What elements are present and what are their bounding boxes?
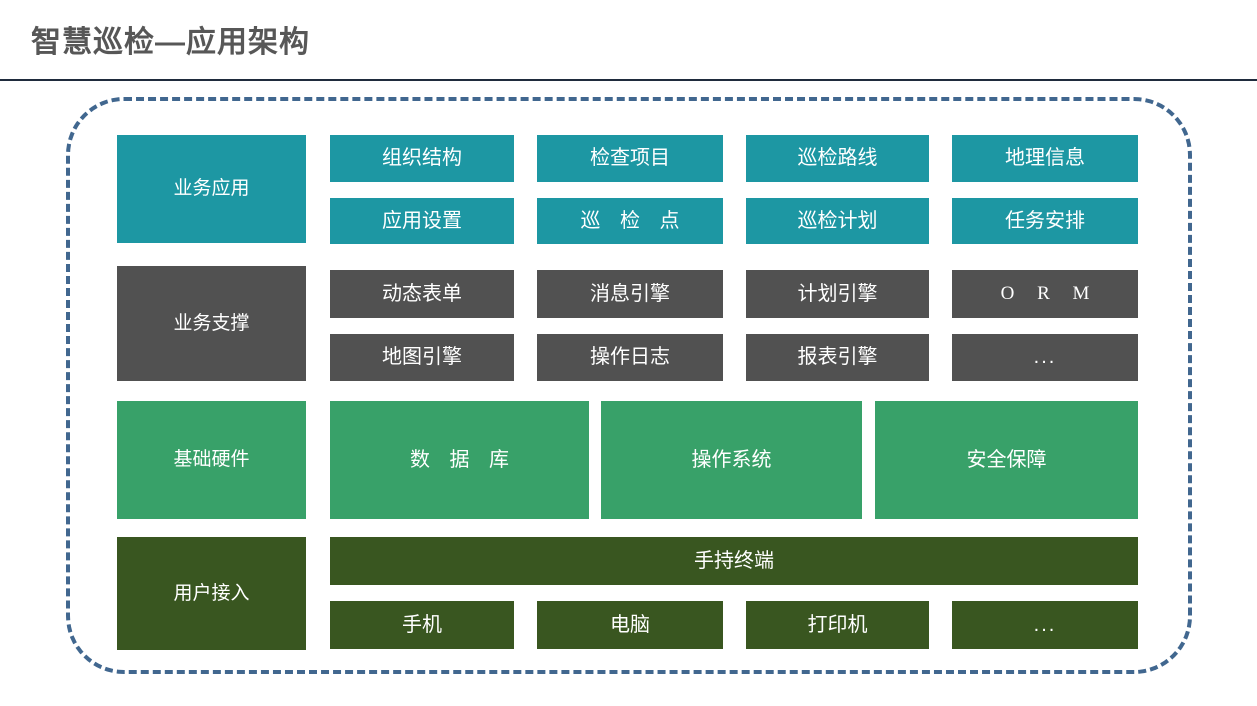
block-report-engine[interactable]: 报表引擎 bbox=[746, 334, 929, 381]
layer-label-infrastructure[interactable]: 基础硬件 bbox=[117, 401, 306, 519]
layer-label-user-access[interactable]: 用户接入 bbox=[117, 537, 306, 650]
block-inspection-route[interactable]: 巡检路线 bbox=[746, 135, 929, 182]
block-inspection-point[interactable]: 巡 检 点 bbox=[537, 198, 723, 244]
block-task-arrangement[interactable]: 任务安排 bbox=[952, 198, 1138, 244]
block-operation-log[interactable]: 操作日志 bbox=[537, 334, 723, 381]
block-geographic-information[interactable]: 地理信息 bbox=[952, 135, 1138, 182]
page-title: 智慧巡检—应用架构 bbox=[31, 26, 310, 59]
block-computer[interactable]: 电脑 bbox=[537, 601, 723, 649]
block-orm[interactable]: O R M bbox=[952, 270, 1138, 318]
title-divider bbox=[0, 79, 1257, 81]
block-operating-system[interactable]: 操作系统 bbox=[601, 401, 862, 519]
block-inspection-items[interactable]: 检查项目 bbox=[537, 135, 723, 182]
block-inspection-plan[interactable]: 巡检计划 bbox=[746, 198, 929, 244]
block-support-more[interactable]: ... bbox=[952, 334, 1138, 381]
layer-label-business-application[interactable]: 业务应用 bbox=[117, 135, 306, 243]
layer-label-business-support[interactable]: 业务支撑 bbox=[117, 266, 306, 381]
block-security-assurance[interactable]: 安全保障 bbox=[875, 401, 1138, 519]
block-application-settings[interactable]: 应用设置 bbox=[330, 198, 514, 244]
block-dynamic-form[interactable]: 动态表单 bbox=[330, 270, 514, 318]
block-printer[interactable]: 打印机 bbox=[746, 601, 929, 649]
block-organization-structure[interactable]: 组织结构 bbox=[330, 135, 514, 182]
architecture-frame-border bbox=[66, 97, 1192, 674]
block-handheld-terminal[interactable]: 手持终端 bbox=[330, 537, 1138, 585]
block-map-engine[interactable]: 地图引擎 bbox=[330, 334, 514, 381]
block-plan-engine[interactable]: 计划引擎 bbox=[746, 270, 929, 318]
block-mobile-phone[interactable]: 手机 bbox=[330, 601, 514, 649]
block-access-more[interactable]: ... bbox=[952, 601, 1138, 649]
block-database[interactable]: 数 据 库 bbox=[330, 401, 589, 519]
block-message-engine[interactable]: 消息引擎 bbox=[537, 270, 723, 318]
